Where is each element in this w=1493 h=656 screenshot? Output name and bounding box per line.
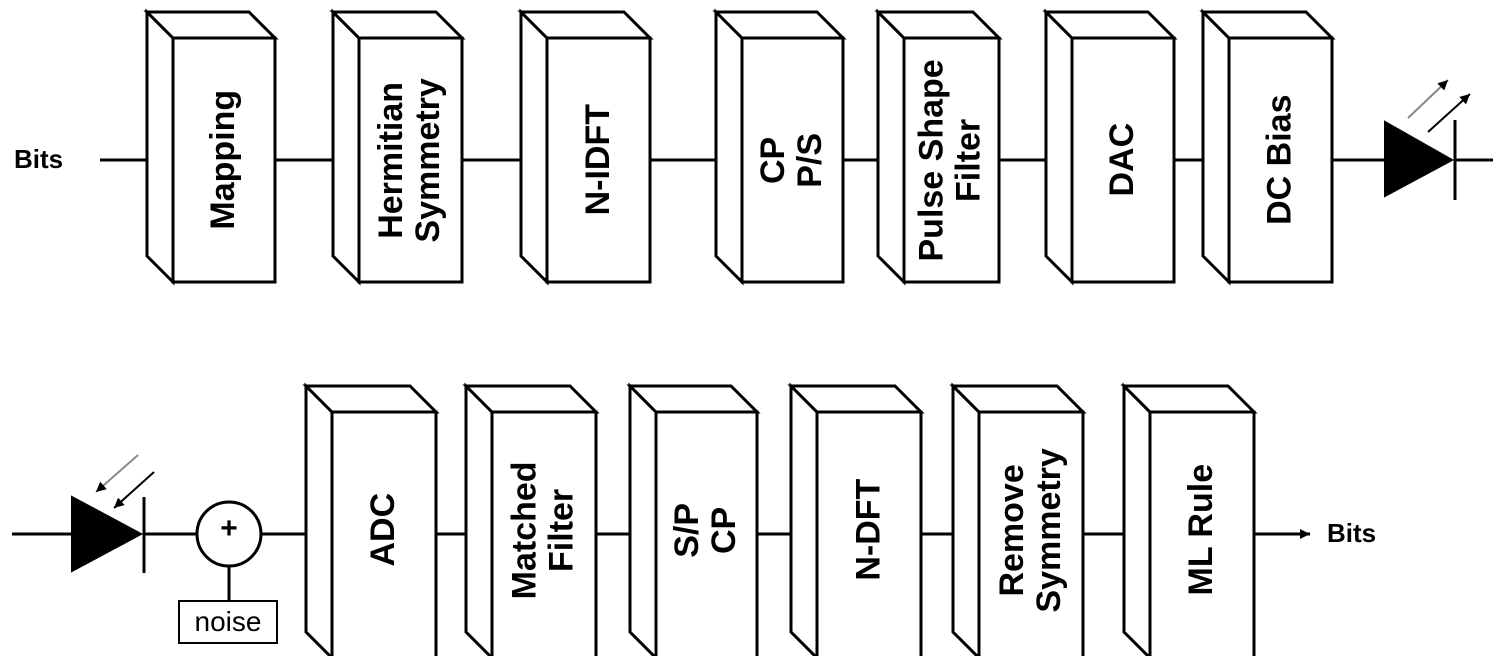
tx-block-1-front	[357, 36, 464, 284]
tx-block-2-side	[519, 8, 549, 286]
pd-ray-2	[113, 471, 155, 509]
tx-input-label: Bits	[14, 144, 64, 174]
tx-block-2-label-line-0: N-IDFT	[578, 104, 617, 216]
tx-block-2-label: N-IDFT	[547, 38, 650, 282]
tx-block-4-label-line-1: Filter	[950, 118, 989, 202]
rx-block-2-label-line-0: S/P	[668, 502, 707, 558]
tx-block-0-label: Mapping	[173, 38, 275, 282]
adder-plus-symbol: +	[220, 512, 238, 545]
receiver-chain	[12, 382, 1310, 656]
tx-block-6-front	[1227, 36, 1334, 284]
rx-block-1-label-line-0: Matched	[505, 461, 544, 599]
rx-block-3-label-line-0: N-DFT	[849, 479, 888, 581]
tx-block-5	[1042, 8, 1178, 286]
led-icon	[1384, 79, 1493, 200]
rx-block-2-side	[628, 382, 658, 656]
tx-block-6-label: DC Bias	[1229, 38, 1332, 282]
tx-block-1-side	[331, 8, 361, 286]
rx-block-4-side	[951, 382, 981, 656]
pd-triangle	[71, 495, 144, 573]
tx-block-1	[329, 8, 466, 286]
tx-block-6-side	[1201, 8, 1231, 286]
tx-block-0-label-line-0: Mapping	[204, 90, 243, 230]
led-ray-2	[1427, 93, 1471, 133]
rx-block-1-side	[464, 382, 494, 656]
tx-block-0-front	[171, 36, 277, 284]
tx-block-3-side	[714, 8, 744, 286]
photodiode-icon	[12, 454, 155, 573]
tx-block-6	[1199, 8, 1336, 286]
tx-block-4-label-line-0: Pulse Shape	[913, 58, 952, 262]
rx-block-2-front	[654, 410, 759, 656]
rx-block-5-label-line-0: ML Rule	[1182, 464, 1221, 596]
tx-block-5-side	[1044, 8, 1074, 286]
led-ray-1	[1407, 79, 1449, 119]
rx-block-0-label: ADC	[332, 412, 436, 648]
tx-block-3	[712, 8, 847, 286]
tx-block-4-side	[876, 8, 906, 286]
rx-block-1-front	[490, 410, 598, 656]
rx-block-5	[1120, 382, 1258, 656]
led-triangle	[1384, 120, 1455, 198]
rx-block-0	[302, 382, 440, 656]
tx-block-5-label: DAC	[1072, 38, 1174, 282]
rx-block-2-label-line-1: CP	[705, 506, 744, 554]
tx-block-0-side	[145, 8, 175, 286]
tx-block-2	[517, 8, 654, 286]
rx-block-5-side	[1122, 382, 1152, 656]
tx-block-1-label-line-0: Hermitian	[372, 81, 411, 239]
tx-block-3-label-line-0: CP	[754, 136, 793, 184]
rx-block-4-label-line-1: Symmetry	[1030, 447, 1069, 613]
rx-block-5-front	[1148, 410, 1256, 656]
tx-block-4-front	[902, 36, 1001, 284]
rx-block-3	[787, 382, 925, 656]
rx-block-3-side	[789, 382, 819, 656]
tx-block-1-label-line-1: Symmetry	[409, 77, 448, 243]
tx-block-0	[143, 8, 279, 286]
noise-label: noise	[194, 606, 262, 637]
tx-block-3-label-line-1: P/S	[791, 132, 830, 188]
tx-block-6-label-line-0: DC Bias	[1260, 94, 1299, 226]
rx-block-0-label-line-0: ADC	[364, 493, 403, 567]
rx-block-5-label: ML Rule	[1150, 412, 1254, 648]
rx-block-2	[626, 382, 761, 656]
noise-source: noise	[178, 600, 278, 644]
transmitter-chain	[100, 8, 1493, 286]
tx-block-2-front	[545, 36, 652, 284]
rx-block-3-label: N-DFT	[817, 412, 921, 648]
rx-block-1-label-line-1: Filter	[543, 488, 582, 572]
tx-block-5-label-line-0: DAC	[1103, 123, 1142, 197]
rx-output-label: Bits	[1327, 518, 1377, 548]
rx-block-1	[462, 382, 600, 656]
tx-block-3-front	[740, 36, 845, 284]
tx-block-4	[874, 8, 1003, 286]
pd-ray-1	[95, 454, 139, 493]
rx-block-4-label-line-0: Remove	[992, 463, 1031, 597]
rx-block-3-front	[815, 410, 923, 656]
rx-block-0-side	[304, 382, 334, 656]
